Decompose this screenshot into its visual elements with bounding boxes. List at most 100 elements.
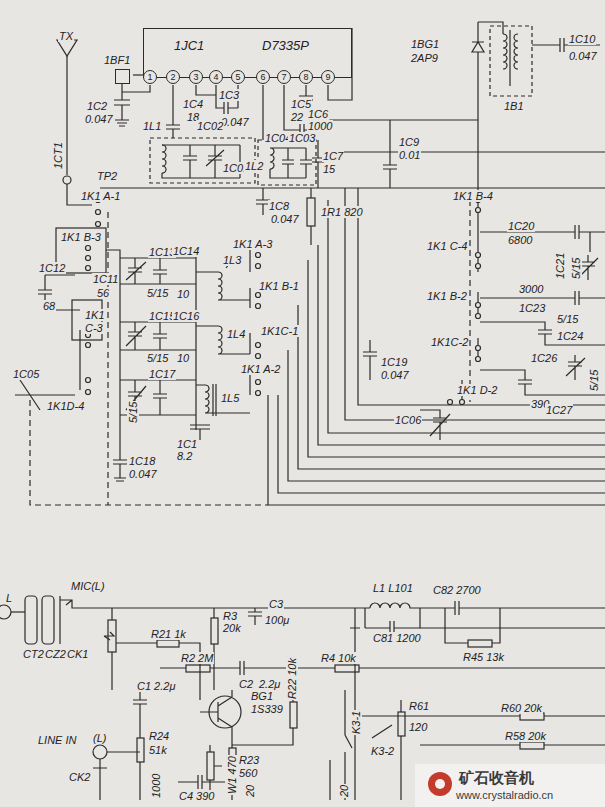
filter-component: 1BF1 [104,54,133,86]
component-label: 1C9 [398,136,420,148]
component-label: 1L4 [226,328,246,340]
component-label: R45 13k [462,651,505,663]
component-label: 10 [176,352,190,364]
component-label: 10 [176,288,190,300]
component-label: BG1 [250,690,274,702]
component-label: 1C23 [518,302,546,314]
component-label: 5/15 [146,352,169,364]
component-label: R2 2M [180,652,214,664]
component-label: 22 [290,111,304,123]
component-label: W1 470 [226,755,238,795]
component-label: 0.047 [84,113,114,125]
component-label: 1C11 [92,273,119,285]
component-label: TX [58,30,74,42]
component-label: 3000 [518,283,544,295]
component-label: R4 10k [320,652,357,664]
component-label: C4 390 [178,790,215,802]
component-label: LINE IN [37,734,78,746]
component-label: 1000 [307,120,333,132]
component-label: K3-1 [350,710,362,735]
component-label: 1K1 D-2 [456,384,498,396]
pin-number: 5 [231,70,245,84]
component-label: 1C10 [568,33,596,45]
component-label: 1C6 [307,108,329,120]
component-label: 5/15 [556,313,579,325]
pin-number: 8 [299,70,313,84]
component-label: R61 [408,700,430,712]
pin-number: 9 [321,70,335,84]
pin-number: 3 [189,70,203,84]
component-label: 1C27 [545,404,573,416]
component-label: 1K1 [84,309,106,321]
component-label: C1 2.2μ [136,680,176,692]
component-label: 1C02 [196,120,224,132]
component-label: 1B1 [503,100,525,112]
component-label: 1K1 B-4 [452,190,494,202]
pin-number: 6 [256,70,270,84]
component-label: 1L1 [142,120,162,132]
component-label: 1C14 [172,245,200,257]
component-label: R22 10k [286,657,298,700]
component-label: 20k [222,622,242,634]
component-label: 1C18 [128,455,156,467]
component-label: 1C3 [218,89,240,101]
component-label: 1C16 [172,310,200,322]
component-label: C81 1200 [372,632,422,644]
component-label: 1L2 [244,160,264,172]
component-label: 1K1 B-3 [60,231,102,243]
component-label: 1S339 [250,703,284,715]
component-label: 1C1 [176,438,198,450]
component-label: 100μ [264,614,290,626]
component-label: 1K1 C-4 [426,240,468,252]
component-label: C2 [238,678,254,690]
ic-package: 1JC1D7335P123456789 [143,28,352,78]
component-label: 1C03 [288,132,316,144]
component-label: 0.047 [568,50,598,62]
component-label: 1K1C-1 [260,325,299,337]
component-label: C3 [268,598,284,610]
component-label: CK1 [66,648,89,660]
component-label: 1R1 820 [320,206,364,218]
component-label: 0.047 [270,213,300,225]
component-label: CT2 [22,648,45,660]
component-label: K3-2 [370,745,395,757]
component-label: 1C8 [268,200,290,212]
component-label: CZ2 [44,648,67,660]
component-label: 120 [408,721,428,733]
component-label: R60 20k [500,702,543,714]
component-label: 1K1 A-2 [240,363,281,375]
component-label: 1K1 B-1 [258,280,300,292]
component-label: 1K1D-4 [46,400,85,412]
watermark: 矿石收音机 [458,770,535,787]
wire-connector [133,74,143,75]
component-label: R24 [148,730,170,742]
component-label: 5/15 [127,401,139,424]
component-label: 15 [322,163,336,175]
pin-number: 7 [277,70,291,84]
component-label: 1C06 [394,414,422,426]
component-label: R21 1k [150,628,187,640]
pin-number: 2 [166,70,180,84]
component-label: 1CT1 [52,141,64,170]
component-label: 1L5 [220,392,240,404]
component-label: 1K1 A-3 [232,238,273,250]
component-label: 1C17 [148,368,176,380]
component-label: 1C05 [12,368,40,380]
component-label: 1C4 [182,98,204,110]
component-label: 1K1 B-2 [426,290,468,302]
pin-number: 1 [143,70,157,84]
component-label: 1K1C-2 [430,336,469,348]
component-label: 6800 [507,234,533,246]
component-label: C-3 [84,322,104,334]
component-label: R23 [238,754,260,766]
component-label: 1C7 [322,150,344,162]
component-label: MIC(L) [70,580,106,592]
component-label: L [5,592,13,604]
component-label: 2AP9 [410,52,439,64]
component-label: 1C12 [38,262,66,274]
component-label: CK2 [68,771,91,783]
component-label: 20 [244,784,256,798]
component-label: 1000 [150,773,162,799]
component-label: 56 [96,287,110,299]
